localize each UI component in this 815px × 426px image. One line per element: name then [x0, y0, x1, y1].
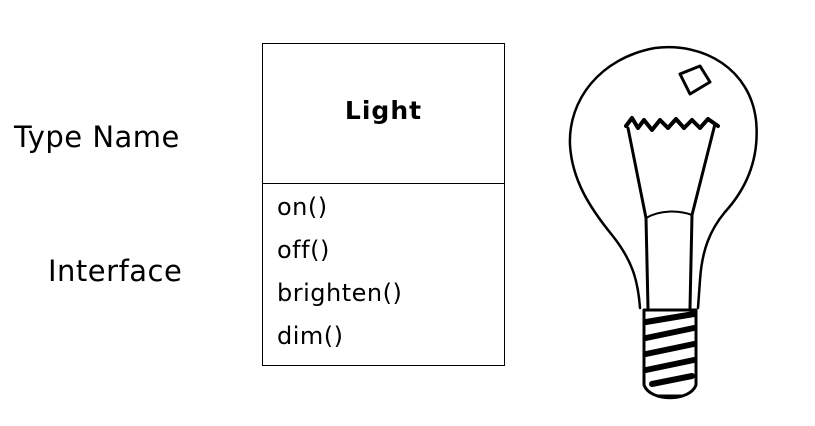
operation-dim: dim() — [277, 322, 344, 350]
operation-brighten: brighten() — [277, 279, 403, 307]
interface-label: Interface — [48, 254, 183, 288]
operations-compartment: on() off() brighten() dim() — [263, 184, 504, 358]
uml-class-box: Light on() off() brighten() dim() — [262, 43, 505, 366]
class-name: Light — [344, 96, 423, 125]
operation-off: off() — [277, 236, 330, 264]
operation-on: on() — [277, 193, 328, 221]
type-name-label: Type Name — [14, 120, 180, 154]
class-name-compartment: Light — [263, 44, 504, 184]
light-bulb-icon — [568, 45, 758, 400]
